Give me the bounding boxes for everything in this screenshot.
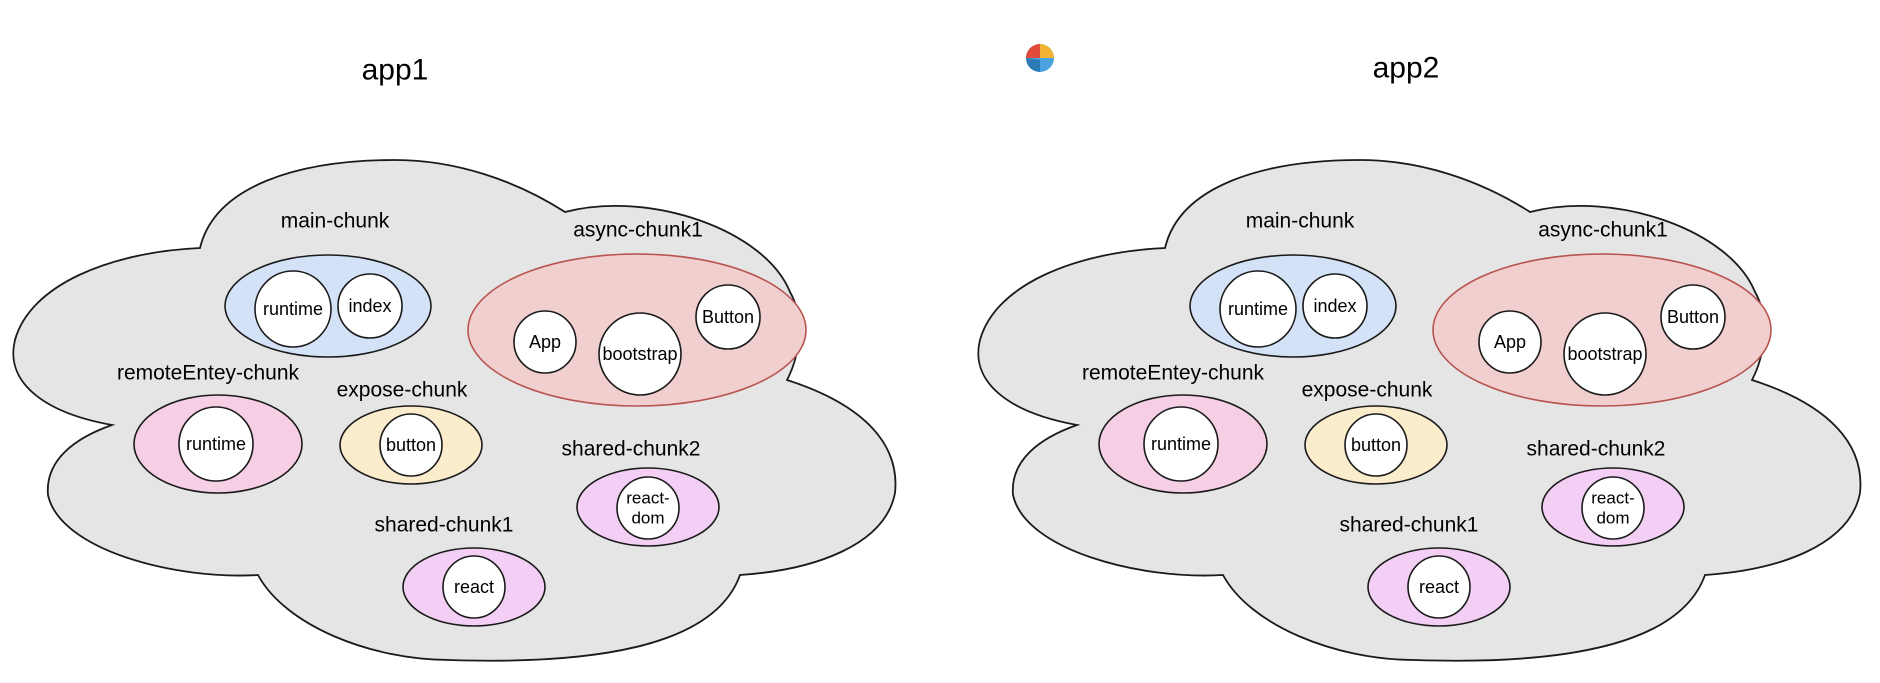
expose-chunk-label: expose-chunk [337,379,468,402]
module-node-label: runtime [263,299,323,319]
module-node-label: dom [631,509,664,528]
async-chunk-label: async-chunk1 [573,219,703,242]
app2-shared2-chunk: shared-chunk2 react-dom [1527,438,1685,547]
module-node-label: Button [702,307,754,327]
module-node-circle [1219,270,1297,348]
module-node-label: runtime [1151,434,1211,454]
app2-remote-chunk: remoteEntey-chunk runtime [1082,362,1268,494]
module-node-circle [337,273,403,339]
module-node-circle [598,312,682,396]
app1-diagram: app1 main-chunk runtime index async-chunk1Ap… [12,54,897,662]
main-chunk-label: main-chunk [281,210,390,233]
module-node-circle [1478,310,1542,374]
app2-expose-chunk: expose-chunk button [1302,379,1448,485]
remote-chunk-label: remoteEntey-chunk [1082,362,1265,385]
module-node-label: bootstrap [1567,344,1642,364]
module-node-circle [1563,312,1647,396]
module-node-circle [1344,413,1408,477]
module-node-label: runtime [186,434,246,454]
module-node-label: index [348,296,391,316]
module-node-label: dom [1596,509,1629,528]
module-node: button [379,413,443,477]
module-node-circle [695,284,761,350]
module-node: bootstrap [598,312,682,396]
expose-chunk-label: expose-chunk [1302,379,1433,402]
app2-main-chunk: main-chunk runtime index [1189,210,1397,358]
async-chunk-label: async-chunk1 [1538,219,1668,242]
module-node-label: App [1494,332,1526,352]
module-node-label: App [529,332,561,352]
app2-title: app2 [1373,52,1440,85]
logo-icon [1026,44,1054,72]
module-node-label: react [1419,577,1459,597]
module-node-label: Button [1667,307,1719,327]
main-chunk-label: main-chunk [1246,210,1355,233]
remote-chunk-label: remoteEntey-chunk [117,362,300,385]
module-node: runtime [178,406,254,482]
shared2-chunk-label: shared-chunk2 [1527,438,1666,461]
module-node-label: react- [626,489,669,508]
module-node-label: bootstrap [602,344,677,364]
module-node: react [442,555,506,619]
module-node: index [337,273,403,339]
module-node-circle [442,555,506,619]
app1-main-chunk: main-chunk runtime index [224,210,432,358]
module-node: runtime [1143,406,1219,482]
shared1-chunk-label: shared-chunk1 [1340,514,1479,537]
module-node-circle [1660,284,1726,350]
module-node: index [1302,273,1368,339]
app1-expose-chunk: expose-chunk button [337,379,483,485]
module-node-circle [178,406,254,482]
module-node: bootstrap [1563,312,1647,396]
module-node: button [1344,413,1408,477]
module-node-label: react- [1591,489,1634,508]
module-node: runtime [1219,270,1297,348]
module-node: react-dom [1581,476,1645,540]
module-node-circle [513,310,577,374]
module-node: Button [1660,284,1726,350]
module-node-circle [616,476,680,540]
module-node-label: button [386,435,436,455]
app2-shared1-chunk: shared-chunk1 react [1340,514,1511,627]
module-node-label: runtime [1228,299,1288,319]
module-node-circle [1302,273,1368,339]
app2-diagram: app2 main-chunk runtime index async-chunk1Ap… [977,52,1862,662]
module-node-circle [1407,555,1471,619]
module-node-label: button [1351,435,1401,455]
module-node: runtime [254,270,332,348]
app1-shared1-chunk: shared-chunk1 react [375,514,546,627]
module-node: react [1407,555,1471,619]
module-node-label: react [454,577,494,597]
module-node: App [513,310,577,374]
app1-shared2-chunk: shared-chunk2 react-dom [562,438,720,547]
module-node: Button [695,284,761,350]
shared1-chunk-label: shared-chunk1 [375,514,514,537]
app1-remote-chunk: remoteEntey-chunk runtime [117,362,303,494]
module-node-circle [1143,406,1219,482]
module-node-label: index [1313,296,1356,316]
module-node-circle [254,270,332,348]
module-node: App [1478,310,1542,374]
module-node-circle [379,413,443,477]
module-node-circle [1581,476,1645,540]
app1-title: app1 [362,54,429,87]
shared2-chunk-label: shared-chunk2 [562,438,701,461]
module-node: react-dom [616,476,680,540]
